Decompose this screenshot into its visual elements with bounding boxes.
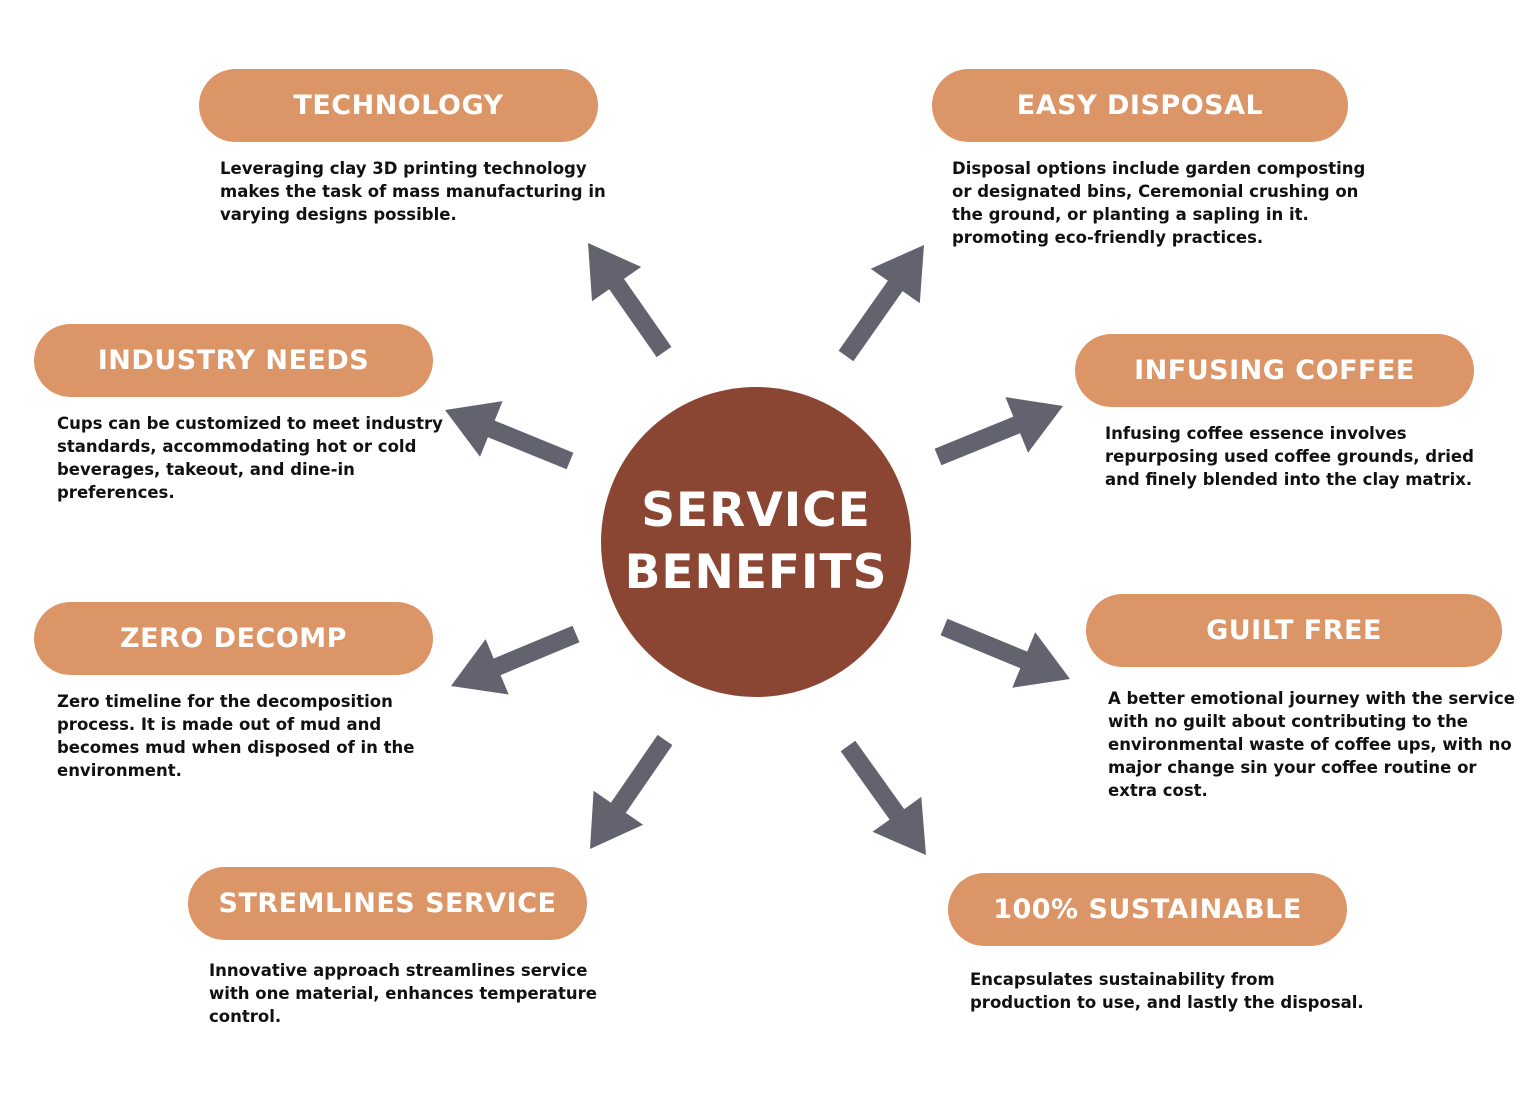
description-line: Encapsulates sustainability from [970,970,1275,989]
description-line: varying designs possible. [220,205,457,224]
description-line: Innovative approach streamlines service [209,961,588,980]
description-line: environment. [57,761,182,780]
description-line: the ground, or planting a sapling in it. [952,205,1309,224]
description-line: and finely blended into the clay matrix. [1105,470,1473,489]
industry-needs-label: INDUSTRY NEEDS [34,324,433,397]
arrow-zero-decomp [451,625,580,695]
description-line: environmental waste of coffee ups, with … [1108,735,1512,754]
description-line: process. It is made out of mud and [57,715,382,734]
easy-disposal-label: EASY DISPOSAL [932,69,1348,142]
guilt-free-description: A better emotional journey with the serv… [1108,687,1515,802]
description-line: repurposing used coffee grounds, dried [1105,447,1474,466]
easy-disposal-description: Disposal options include garden composti… [952,157,1365,249]
sustainable-description: Encapsulates sustainability from product… [970,968,1364,1014]
technology-label: TECHNOLOGY [199,69,598,142]
industry-needs-description: Cups can be customized to meet industry … [57,412,443,504]
streamlines-service-label: STREMLINES SERVICE [188,867,587,940]
description-line: standards, accommodating hot or cold [57,437,417,456]
arrow-technology [588,243,672,358]
guilt-free-label: GUILT FREE [1086,594,1502,667]
description-line: control. [209,1007,282,1026]
description-line: major change sin your coffee routine or [1108,758,1477,777]
zero-decomp-description: Zero timeline for the decomposition proc… [57,690,414,782]
arrow-infusing-coffee [934,397,1063,466]
description-line: with one material, enhances temperature [209,984,597,1003]
sustainable-label: 100% SUSTAINABLE [948,873,1347,946]
streamlines-service-description: Innovative approach streamlines service … [209,959,597,1028]
technology-description: Leveraging clay 3D printing technology m… [220,157,606,226]
description-line: beverages, takeout, and dine-in [57,460,355,479]
infusing-coffee-description: Infusing coffee essence involves repurpo… [1105,422,1474,491]
arrow-streamlines-service [590,734,673,849]
hub-title-line-2: BENEFITS [624,545,888,600]
service-benefits-hub: SERVICE BENEFITS [601,387,911,697]
arrow-guilt-free [940,618,1070,688]
infusing-coffee-label: INFUSING COFFEE [1075,334,1474,407]
description-line: preferences. [57,483,175,502]
description-line: Zero timeline for the decomposition [57,692,393,711]
description-line: or designated bins, Ceremonial crushing … [952,182,1359,201]
description-line: with no guilt about contributing to the [1108,712,1469,731]
description-line: promoting eco-friendly practices. [952,228,1264,247]
description-line: production to use, and lastly the dispos… [970,993,1364,1012]
description-line: Disposal options include garden composti… [952,159,1366,178]
description-line: becomes mud when disposed of in the [57,738,415,757]
description-line: makes the task of mass manufacturing in [220,182,606,201]
arrow-easy-disposal [838,245,924,362]
description-line: A better emotional journey with the serv… [1108,689,1515,708]
arrow-sustainable [840,740,926,855]
hub-title-line-1: SERVICE [641,483,871,538]
description-line: Leveraging clay 3D printing technology [220,159,587,178]
description-line: extra cost. [1108,781,1208,800]
arrow-industry-needs [445,401,574,470]
zero-decomp-label: ZERO DECOMP [34,602,433,675]
description-line: Infusing coffee essence involves [1105,424,1407,443]
description-line: Cups can be customized to meet industry [57,414,443,433]
